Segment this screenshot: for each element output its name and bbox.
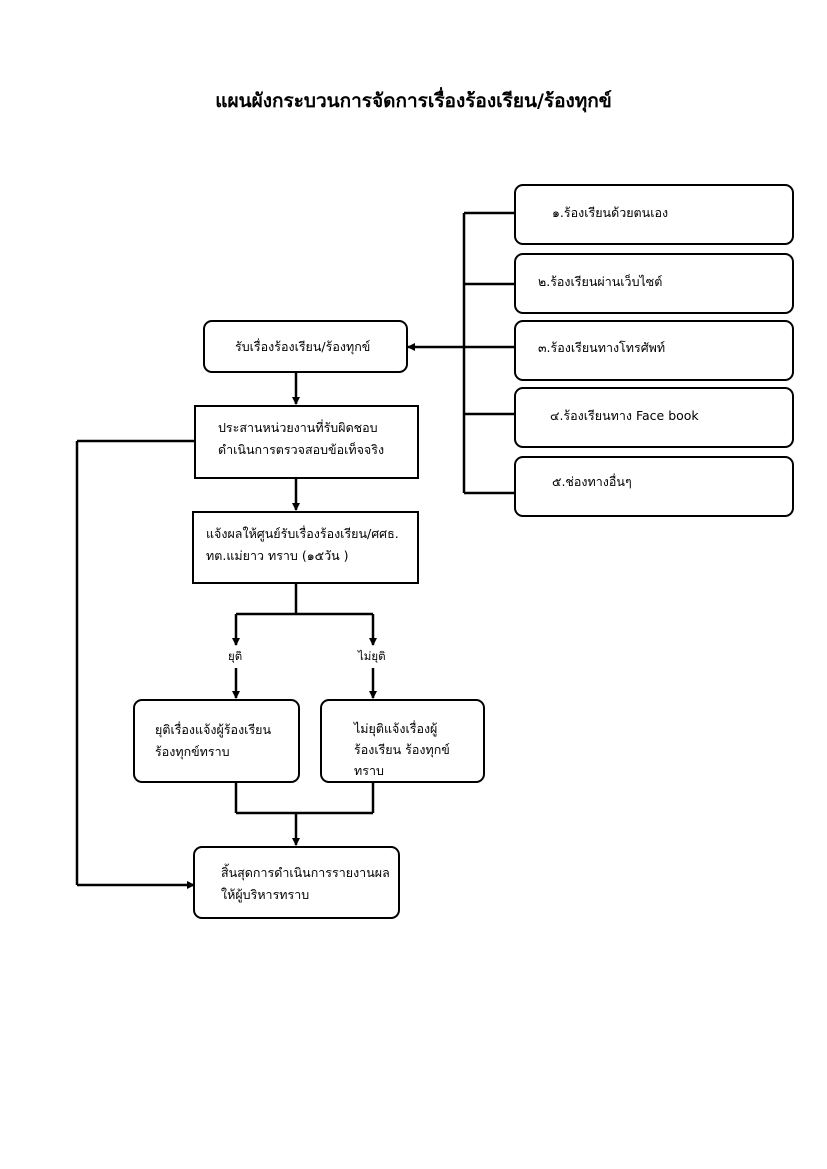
final-report-box: สิ้นสุดการดำเนินการรายงานผล ให้ผู้บริหาร…	[193, 846, 400, 919]
receive-complaint-box: รับเรื่องร้องเรียน/ร้องทุกข์	[203, 320, 408, 373]
coordinate-box: ประสานหน่วยงานที่รับผิดชอบ ดำเนินการตรวจ…	[194, 405, 419, 479]
channel-box-5: ๕.ช่องทางอื่นๆ	[514, 456, 794, 517]
not-end-line-2: ร้องเรียน ร้องทุกข์	[354, 742, 450, 757]
channel-box-1: ๑.ร้องเรียนด้วยตนเอง	[514, 184, 794, 245]
channel-label: ๕.ช่องทางอื่นๆ	[552, 474, 632, 489]
coordinate-line-1: ประสานหน่วยงานที่รับผิดชอบ	[218, 420, 378, 435]
channel-label: ๒.ร้องเรียนผ่านเว็บไซต์	[538, 274, 663, 289]
coordinate-line-2: ดำเนินการตรวจสอบข้อเท็จจริง	[218, 442, 385, 457]
not-end-line-3: ทราบ	[354, 763, 384, 778]
channel-box-2: ๒.ร้องเรียนผ่านเว็บไซต์	[514, 253, 794, 314]
notify-box: แจ้งผลให้ศูนย์รับเรื่องร้องเรียน/ศศธ. ทต…	[192, 511, 419, 584]
end-line-1: ยุติเรื่องแจ้งผู้ร้องเรียน	[155, 722, 272, 737]
notify-line-1: แจ้งผลให้ศูนย์รับเรื่องร้องเรียน/ศศธ.	[206, 526, 399, 541]
channel-label: ๑.ร้องเรียนด้วยตนเอง	[552, 205, 669, 220]
page-title: แผนผังกระบวนการจัดการเรื่องร้องเรียน/ร้อ…	[215, 90, 612, 112]
final-line-1: สิ้นสุดการดำเนินการรายงานผล	[221, 865, 390, 880]
not-end-line-1: ไม่ยุติแจ้งเรื่องผู้	[354, 721, 438, 736]
channel-label: ๓.ร้องเรียนทางโทรศัพท์	[538, 340, 666, 355]
branch-label-not-end: ไม่ยุติ	[358, 649, 386, 663]
end-complaint-box: ยุติเรื่องแจ้งผู้ร้องเรียน ร้องทุกข์ทราบ	[133, 699, 300, 783]
receive-label: รับเรื่องร้องเรียน/ร้องทุกข์	[235, 339, 371, 354]
channel-label: ๔.ร้องเรียนทาง Face book	[550, 408, 699, 423]
channel-box-4: ๔.ร้องเรียนทาง Face book	[514, 387, 794, 448]
notify-line-2: ทต.แม่ยาว ทราบ (๑๕วัน )	[206, 548, 349, 563]
final-line-2: ให้ผู้บริหารทราบ	[221, 887, 310, 902]
channel-box-3: ๓.ร้องเรียนทางโทรศัพท์	[514, 320, 794, 381]
not-end-complaint-box: ไม่ยุติแจ้งเรื่องผู้ ร้องเรียน ร้องทุกข์…	[320, 699, 485, 783]
branch-label-end: ยุติ	[228, 649, 243, 663]
end-line-2: ร้องทุกข์ทราบ	[155, 744, 230, 759]
